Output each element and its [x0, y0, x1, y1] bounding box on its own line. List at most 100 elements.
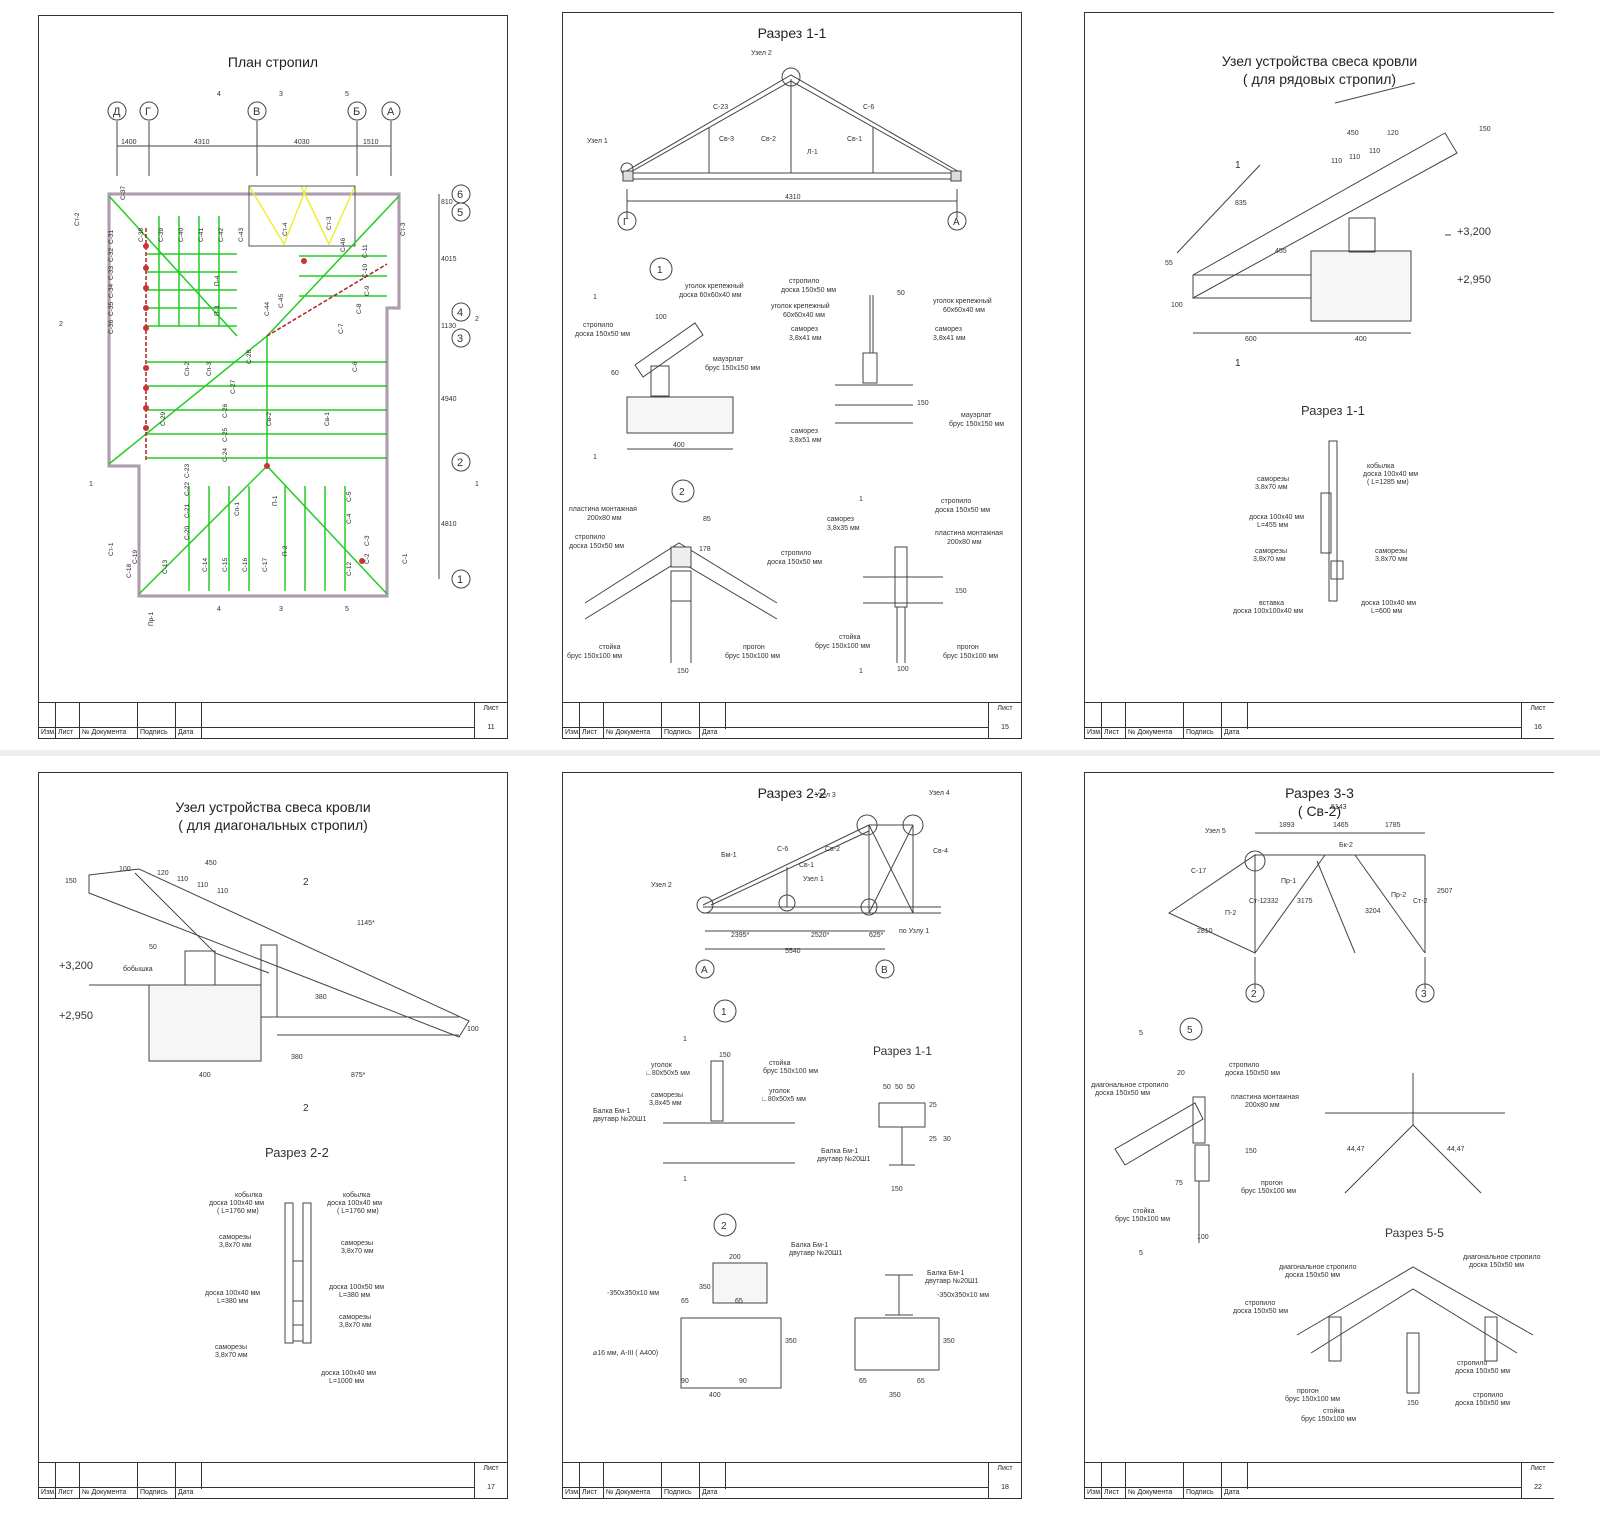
note: стропило: [781, 550, 811, 557]
rafter-label: С-26: [222, 404, 229, 418]
note: стропило: [941, 498, 971, 505]
note: саморезы: [341, 1240, 373, 1247]
rafter-label: С-6: [352, 361, 359, 372]
dimension: 20: [1177, 1070, 1185, 1077]
note: доска 100х40 мм: [1249, 514, 1304, 521]
dimension: 2332: [1263, 898, 1279, 905]
member-label: Ст-1: [1249, 898, 1264, 905]
dimension: 400: [673, 442, 685, 449]
note: двутавр №20Ш1: [925, 1278, 978, 1285]
note: саморезы: [1375, 548, 1407, 555]
note: стойка: [1133, 1207, 1155, 1215]
note: саморезы: [1257, 476, 1289, 483]
sheet-subtitle: ( Св-2): [1297, 803, 1342, 819]
dimension: 200: [729, 1254, 741, 1261]
rafter-label: С-45: [278, 294, 285, 308]
axis-label: 6: [457, 189, 463, 201]
sheet-title: Разрез 3-3: [1285, 785, 1354, 801]
dimension: 50: [907, 1084, 915, 1091]
note: саморез: [791, 428, 818, 435]
rafter-label: С-11: [362, 244, 369, 258]
rafter-label: Ст-3: [400, 222, 407, 236]
note: брус 150х100 мм: [943, 652, 998, 660]
note: брус 150х100 мм: [725, 652, 780, 660]
axis-label: 3: [1421, 989, 1427, 1000]
dimension: 2810: [1197, 928, 1213, 935]
cut-mark: 1: [859, 668, 863, 675]
dimension: 2395*: [731, 932, 750, 939]
dimension: 44,47: [1447, 1146, 1465, 1153]
rafter-label: С-25: [222, 428, 229, 442]
dimension: 450: [205, 860, 217, 867]
axis-label: А: [953, 217, 960, 228]
dimension: 1400: [121, 139, 137, 146]
dimension: 50: [883, 1084, 891, 1091]
note: брус 150х100 мм: [1301, 1415, 1356, 1423]
note: брус 150х100 мм: [1285, 1395, 1340, 1403]
rafter-label: С-38: [138, 228, 145, 242]
detail-number: 1: [721, 1007, 727, 1018]
axis-label: А: [701, 965, 708, 976]
note: саморезы: [1255, 548, 1287, 555]
note: 3,8х51 мм: [789, 437, 822, 444]
rafter-label: С-19: [132, 550, 139, 564]
dimension: 178: [699, 546, 711, 553]
note: брус 150х150 мм: [949, 420, 1004, 428]
cut-mark: 1: [683, 1036, 687, 1043]
note: доска 60х60х40 мм: [679, 292, 742, 299]
member-label: Л-1: [807, 149, 818, 156]
rafter-label: С-21: [184, 504, 191, 518]
node-label: Узел 2: [751, 50, 772, 57]
note: саморез: [935, 326, 962, 333]
sheet-label: Лист: [483, 1465, 499, 1472]
dimension: 110: [177, 876, 188, 883]
stamp-izm: Изм.: [565, 729, 580, 736]
rafter-label: П-2: [282, 545, 289, 556]
dimension: 600: [1245, 336, 1257, 343]
dimension: 625*: [869, 932, 884, 939]
rafter-label: Ст-3: [326, 216, 333, 230]
note: 3,8х45 мм: [649, 1100, 682, 1107]
level-mark: +3,200: [1457, 226, 1491, 238]
rafter-label: Св-2: [266, 412, 273, 426]
note: доска 150х50 мм: [1455, 1368, 1510, 1375]
note: ( L=1285 мм): [1367, 479, 1409, 486]
note: по Узлу 1: [899, 928, 929, 935]
cut-mark: 5: [345, 91, 349, 98]
rafter-label: С-34: [108, 284, 115, 298]
section-title: Разрез 5-5: [1385, 1226, 1444, 1240]
note: стропило: [1473, 1392, 1503, 1399]
dimension: 100: [897, 666, 909, 673]
note: прогон: [743, 644, 765, 651]
rafter-label: П-3: [214, 305, 221, 316]
dimension: 4015: [441, 256, 457, 263]
member-label: С-23: [713, 104, 728, 111]
note: доска 150х50 мм: [781, 287, 836, 294]
note: уголок крепежный: [685, 282, 744, 290]
dimension: 120: [1387, 130, 1399, 137]
note: уголок крепежный: [933, 297, 992, 305]
sheet-number: 18: [1001, 1484, 1009, 1491]
dimension: 350: [943, 1338, 955, 1345]
cut-mark: 2: [303, 1103, 309, 1114]
stamp-sign: Подпись: [661, 1488, 699, 1498]
note: доска 150х50 мм: [1233, 1308, 1288, 1315]
axis-label: В: [881, 965, 888, 976]
rafter-label: Сп-2: [184, 362, 191, 376]
dimension: 150: [719, 1052, 731, 1059]
detail-number: 2: [679, 487, 685, 498]
rafter-label: С-13: [162, 560, 169, 574]
dimension: 30: [943, 1136, 951, 1143]
note: двутавр №20Ш1: [593, 1116, 646, 1123]
note: стропило: [1245, 1300, 1275, 1307]
dimension: 25: [929, 1136, 937, 1143]
dimension: 4310: [194, 139, 210, 146]
stamp-list: Лист: [55, 1488, 79, 1498]
dimension: 350: [889, 1392, 901, 1399]
note: диагональное стропило: [1091, 1082, 1169, 1089]
rafter-label: С-40: [178, 228, 185, 242]
note: -350х350х10 мм: [937, 1292, 989, 1299]
